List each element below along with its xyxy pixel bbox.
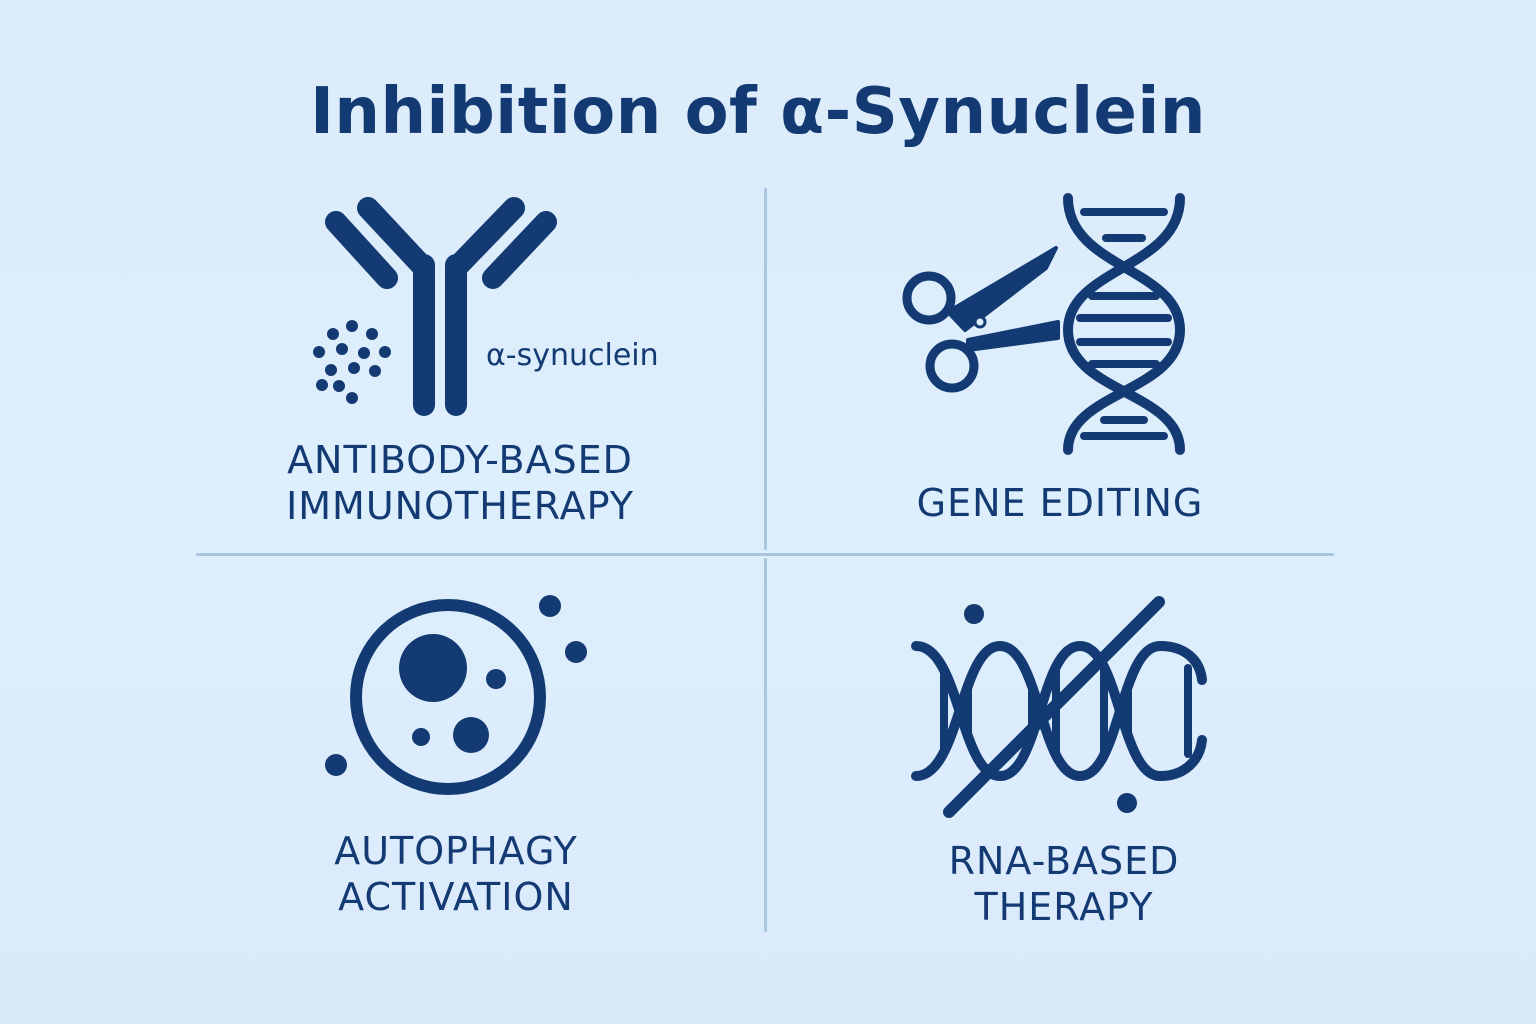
- label-gene-editing: GENE EDITING: [860, 480, 1260, 526]
- cell-icon: [325, 595, 587, 795]
- antibody-icon: [325, 197, 557, 416]
- vertical-divider-bottom: [764, 558, 767, 932]
- label-line: ANTIBODY-BASED: [287, 438, 633, 482]
- crossed-rna-icon: [911, 596, 1207, 818]
- horizontal-divider: [196, 553, 1334, 556]
- label-line: IMMUNOTHERAPY: [286, 484, 634, 528]
- scissors-icon: [902, 246, 1060, 393]
- label-line: AUTOPHAGY: [334, 829, 578, 873]
- vertical-divider-top: [764, 188, 767, 550]
- label-antibody-immunotherapy: ANTIBODY-BASED IMMUNOTHERAPY: [230, 437, 690, 529]
- label-rna-based-therapy: RNA-BASED THERAPY: [864, 838, 1264, 930]
- label-autophagy-activation: AUTOPHAGY ACTIVATION: [256, 828, 656, 920]
- dna-helix-icon: [1062, 193, 1186, 455]
- alpha-synuclein-annotation: α-synuclein: [486, 338, 659, 373]
- label-line: GENE EDITING: [916, 481, 1204, 525]
- label-line: RNA-BASED: [948, 839, 1180, 883]
- label-line: THERAPY: [974, 885, 1154, 929]
- page-title: Inhibition of α-Synuclein: [310, 75, 1206, 149]
- synuclein-dots-icon: [313, 320, 391, 404]
- label-line: ACTIVATION: [338, 875, 574, 919]
